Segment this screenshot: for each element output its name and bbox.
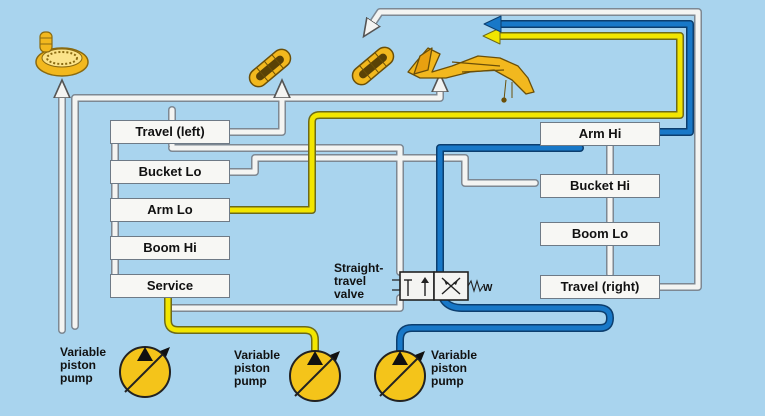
straight-travel-label-line2: travel [334, 274, 367, 288]
right-track-icon [351, 46, 395, 86]
valve-bucket-hi: Bucket Hi [540, 174, 660, 198]
valve-arm-hi: Arm Hi [540, 122, 660, 146]
pump-label-line3: pump [431, 374, 464, 388]
pump-label-line1: Variable [431, 348, 478, 362]
pump-label-3: Variable piston pump [431, 349, 477, 388]
pump-label-line1: Variable [234, 348, 281, 362]
valve-boom-lo: Boom Lo [540, 222, 660, 246]
pump-label-line2: piston [431, 361, 467, 375]
pump-label-line2: piston [234, 361, 270, 375]
straight-travel-label-line1: Straight- [334, 261, 384, 275]
pump-label-line2: piston [60, 358, 96, 372]
left-track-icon [248, 48, 292, 88]
pump-label-1: Variable piston pump [60, 346, 106, 385]
valve-arm-lo: Arm Lo [110, 198, 230, 222]
pump-label-2: Variable piston pump [234, 349, 280, 388]
valve-spring-label: W [483, 283, 493, 294]
pump-icon [119, 346, 171, 398]
valve-service: Service [110, 274, 230, 298]
blue-hydraulic-lines [396, 15, 694, 356]
yellow-hydraulic-lines [164, 27, 684, 356]
excavator-arm-icon [407, 47, 535, 103]
valve-boom-hi: Boom Hi [110, 236, 230, 260]
valve-bucket-lo: Bucket Lo [110, 160, 230, 184]
pump-label-line3: pump [60, 371, 93, 385]
valve-travel-right: Travel (right) [540, 275, 660, 299]
pump-label-line3: pump [234, 374, 267, 388]
straight-travel-label-line3: valve [334, 287, 365, 301]
straight-travel-valve-label: Straight- travel valve [334, 262, 383, 301]
valve-travel-left: Travel (left) [110, 120, 230, 144]
pump-label-line1: Variable [60, 345, 107, 359]
swing-gear-icon [35, 31, 89, 77]
valve-icon [392, 271, 484, 301]
pump-icon [289, 350, 341, 402]
pump-icon [374, 350, 426, 402]
